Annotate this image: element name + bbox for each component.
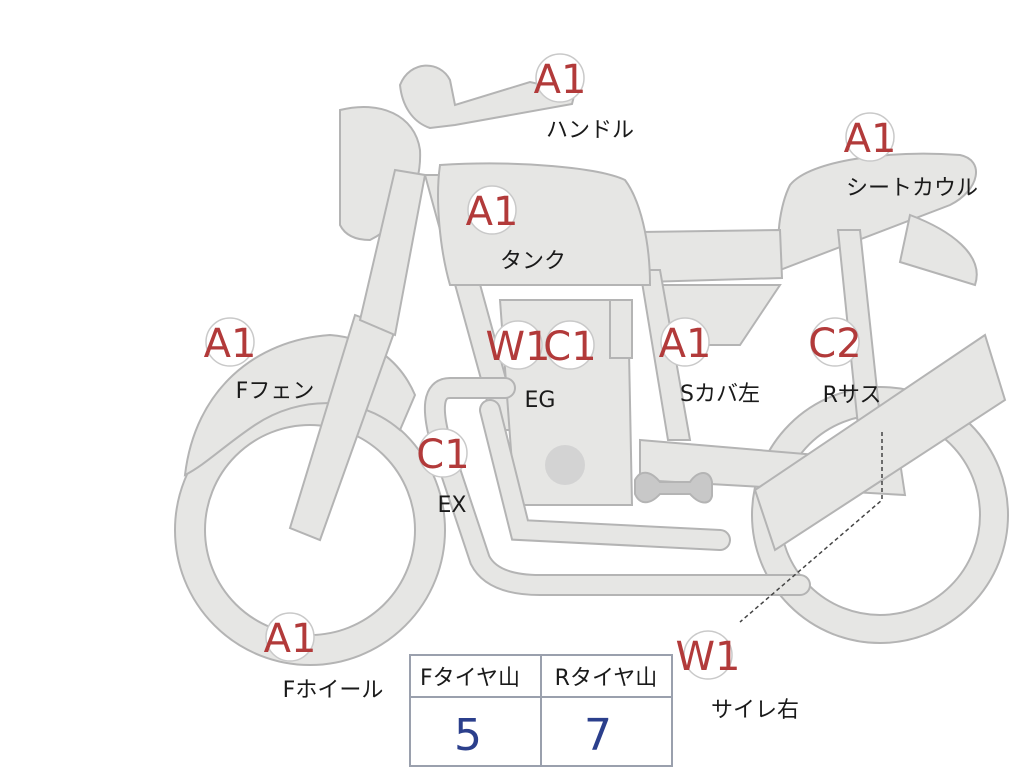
front-tread-value: 5 (454, 710, 482, 761)
rear-tread-value: 7 (584, 710, 612, 761)
part-label: Fホイール (283, 678, 384, 703)
motorcycle-illustration (174, 64, 1009, 666)
part-label: Rサス (823, 383, 882, 408)
badge-rear-suspension[interactable]: C2 Rサス (808, 317, 882, 408)
badge-code: C2 (808, 321, 861, 367)
part-label: Sカバ左 (680, 382, 760, 407)
part-label: ハンドル (546, 118, 634, 143)
badge-code: A1 (659, 321, 712, 367)
tread-table: Fタイヤ山 Rタイヤ山 5 7 (409, 654, 673, 767)
badge-front-wheel[interactable]: A1 Fホイール (264, 612, 384, 703)
muffler (753, 333, 1007, 552)
badge-muffler-right[interactable]: W1 サイレ右 (676, 630, 800, 723)
badge-handlebar[interactable]: A1 ハンドル (534, 53, 634, 143)
leader-line (739, 432, 883, 623)
badge-side-cover-left[interactable]: A1 Sカバ左 (659, 317, 760, 407)
badge-code: A1 (534, 57, 587, 103)
badge-front-fender[interactable]: A1 Fフェン (204, 317, 315, 404)
part-label: EX (438, 493, 467, 518)
badge-code: A1 (204, 321, 257, 367)
badge-seat-cowl[interactable]: A1 シートカウル (844, 112, 978, 201)
badge-engine-w[interactable]: W1 (486, 320, 551, 370)
badge-engine-c[interactable]: C1 EG (525, 320, 597, 413)
footpeg (634, 471, 713, 504)
badge-code: A1 (264, 616, 317, 662)
badge-tank[interactable]: A1 タンク (466, 185, 566, 274)
part-label: シートカウル (846, 176, 978, 201)
part-label: サイレ右 (711, 698, 799, 723)
part-label: Fフェン (236, 379, 315, 404)
badge-code: W1 (676, 634, 741, 680)
rear-tread-header: Rタイヤ山 (555, 666, 658, 691)
badge-code: W1 (486, 324, 551, 370)
part-label: タンク (500, 249, 566, 274)
badge-exhaust[interactable]: C1 EX (416, 428, 470, 518)
part-label: EG (525, 388, 556, 413)
badge-code: A1 (844, 116, 897, 162)
badge-code: A1 (466, 189, 519, 235)
badge-code: C1 (543, 324, 596, 370)
badge-code: C1 (416, 432, 469, 478)
front-tread-header: Fタイヤ山 (420, 666, 520, 691)
